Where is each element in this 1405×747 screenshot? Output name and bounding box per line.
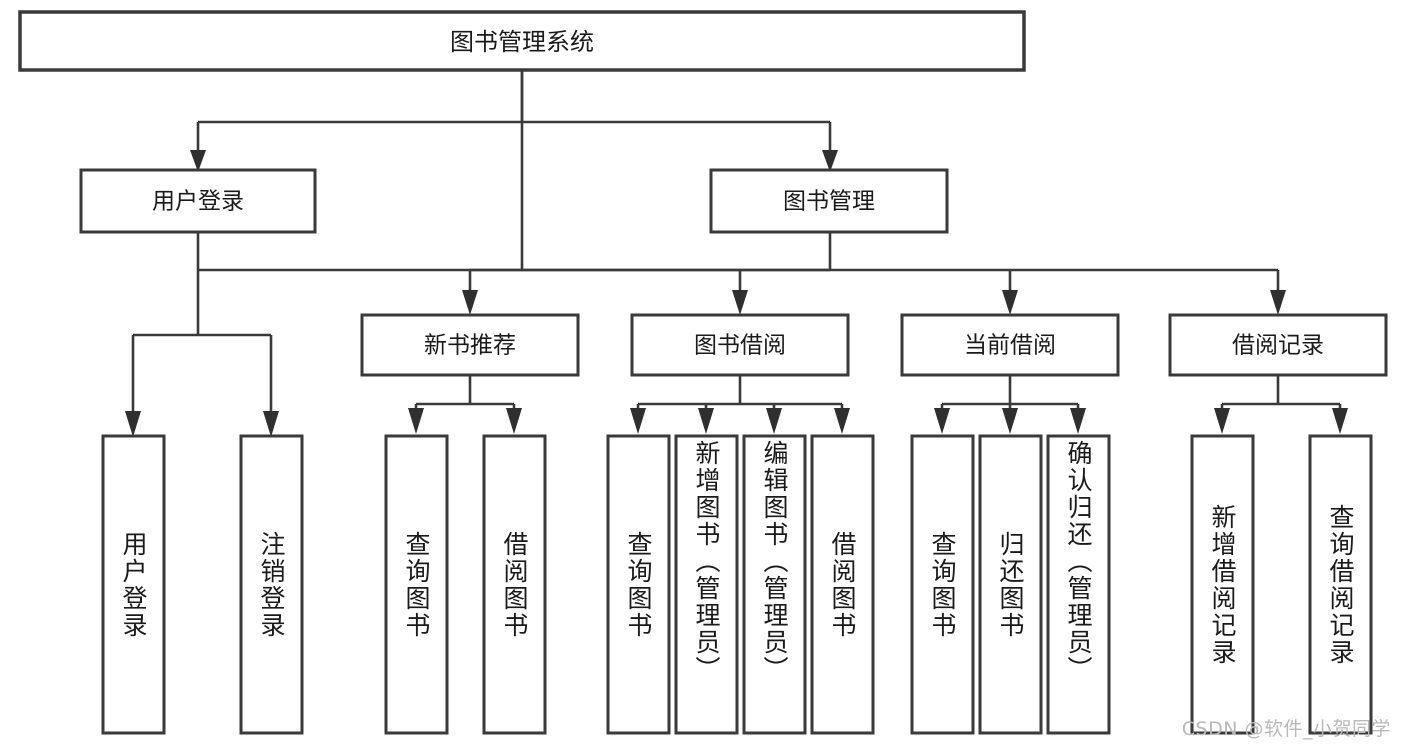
leaf-box-new-book-2[interactable] [482, 434, 547, 735]
leaf-box-borrow-record-2[interactable] [1308, 434, 1373, 735]
arrow-to-new-book [462, 290, 478, 315]
node-borrow-record-label: 借阅记录 [1232, 333, 1324, 359]
node-user-login[interactable]: 用户登录 [79, 168, 317, 234]
node-current-borrow-box[interactable] [900, 313, 1120, 377]
node-new-book[interactable]: 新书推荐 [360, 313, 580, 377]
node-borrow-record[interactable]: 借阅记录 [1168, 313, 1388, 377]
node-book-manage-box[interactable] [709, 168, 949, 234]
arrow-book-borrow-leaf-3 [766, 408, 782, 434]
arrow-to-current-borrow [1002, 290, 1018, 315]
node-book-borrow-box[interactable] [630, 313, 850, 377]
leaf-box-new-book-1[interactable] [384, 434, 449, 735]
leaf-box-book-borrow-4[interactable] [810, 434, 875, 735]
node-book-borrow[interactable]: 图书借阅 [630, 313, 850, 377]
arrow-borrow-record-leaf-2 [1332, 408, 1348, 434]
arrow-to-book-borrow [732, 290, 748, 315]
arrow-root-to-user-login [190, 150, 206, 172]
arrow-current-borrow-leaf-2 [1002, 408, 1018, 434]
arrow-current-borrow-leaf-3 [1070, 408, 1086, 434]
leaf-box-current-borrow-3[interactable] [1046, 434, 1111, 735]
arrow-user-login-leaf-2 [263, 411, 279, 437]
leaf-box-current-borrow-2[interactable] [978, 434, 1043, 735]
node-root-label: 图书管理系统 [450, 28, 594, 56]
arrow-new-book-leaf-2 [506, 408, 522, 434]
arrow-root-to-book-manage [822, 150, 838, 172]
leaf-box-user-login-1[interactable] [101, 434, 166, 735]
node-user-login-box[interactable] [79, 168, 317, 234]
node-new-book-label: 新书推荐 [424, 333, 516, 359]
connector-layer [125, 70, 1348, 437]
leaf-box-current-borrow-1[interactable] [910, 434, 975, 735]
leaf-box-book-borrow-2[interactable] [674, 434, 739, 735]
node-borrow-record-box[interactable] [1168, 313, 1388, 377]
node-book-manage-label: 图书管理 [783, 189, 875, 215]
arrow-book-borrow-leaf-4 [834, 408, 850, 434]
arrow-new-book-leaf-1 [408, 408, 424, 434]
node-current-borrow-label: 当前借阅 [964, 333, 1056, 359]
arrow-current-borrow-leaf-1 [934, 408, 950, 434]
node-user-login-label: 用户登录 [152, 189, 244, 215]
arrow-book-borrow-leaf-2 [698, 408, 714, 434]
arrow-to-borrow-record [1270, 290, 1286, 315]
leaf-box-book-borrow-3[interactable] [742, 434, 807, 735]
node-root[interactable]: 图书管理系统 [18, 10, 1026, 72]
leaf-box-borrow-record-1[interactable] [1190, 434, 1255, 735]
arrow-borrow-record-leaf-1 [1214, 408, 1230, 434]
node-root-box[interactable] [18, 10, 1026, 72]
node-book-borrow-label: 图书借阅 [694, 333, 786, 359]
leaf-box-book-borrow-1[interactable] [606, 434, 671, 735]
arrow-book-borrow-leaf-1 [630, 408, 646, 434]
node-book-manage[interactable]: 图书管理 [709, 168, 949, 234]
leaf-box-user-login-2[interactable] [239, 434, 304, 735]
node-new-book-box[interactable] [360, 313, 580, 377]
arrow-user-login-leaf-1 [125, 411, 141, 437]
node-current-borrow[interactable]: 当前借阅 [900, 313, 1120, 377]
